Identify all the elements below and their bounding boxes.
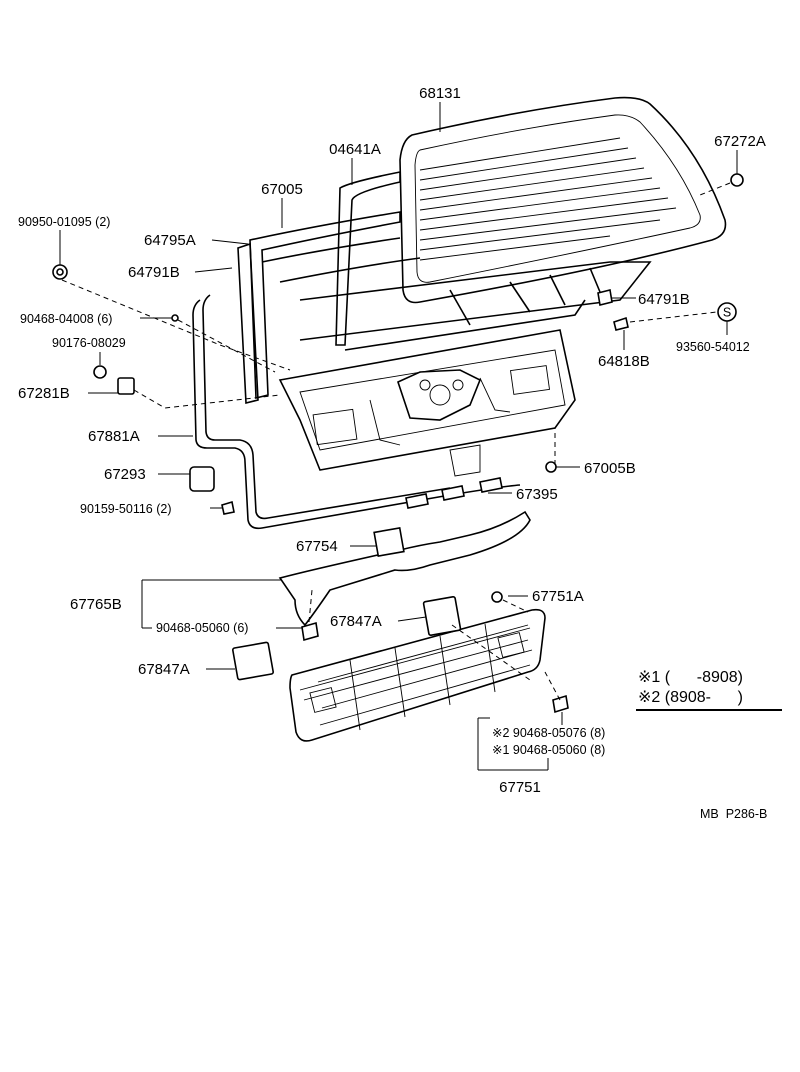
label-67293: 67293 (104, 466, 146, 483)
label-90176-08029: 90176-08029 (52, 336, 126, 350)
label-64795A: 64795A (144, 232, 196, 249)
label-90468-05076: ※2 90468-05076 (8) (492, 726, 605, 740)
label-67281B: 67281B (18, 385, 70, 402)
label-67005B: 67005B (584, 460, 636, 477)
trim-board (289, 608, 546, 742)
label-90159-50116: 90159-50116 (2) (80, 502, 172, 516)
label-64818B: 64818B (598, 353, 650, 370)
label-04641A: 04641A (329, 141, 381, 158)
label-67847A-left: 67847A (138, 661, 190, 678)
label-67881A: 67881A (88, 428, 140, 445)
label-90950-01095: 90950-01095 (2) (18, 215, 110, 229)
back-door-panel (278, 329, 576, 477)
leader-lines (59, 102, 782, 771)
part-labels: 68131 67272A 04641A 67005 90950-01095 (2… (18, 85, 766, 796)
lower-garnish (278, 510, 531, 627)
label-67765B: 67765B (70, 596, 122, 613)
legend-row-2: ※2 (8908- ) (638, 689, 743, 706)
label-64791B-right: 64791B (638, 291, 690, 308)
door-frame-moldings (237, 171, 652, 405)
label-68131: 68131 (419, 85, 461, 102)
s-symbol: S (723, 306, 731, 320)
diagram-code: MB P286-B (700, 807, 767, 821)
small-parts: S (52, 173, 744, 714)
label-67395: 67395 (516, 486, 558, 503)
label-67754: 67754 (296, 538, 338, 555)
label-90468-05060-b: ※1 90468-05060 (8) (492, 743, 605, 757)
label-90468-05060-a: 90468-05060 (6) (156, 621, 248, 635)
label-67751A: 67751A (532, 588, 584, 605)
label-67005: 67005 (261, 181, 303, 198)
label-64791B-left: 64791B (128, 264, 180, 281)
label-67751: 67751 (499, 779, 541, 796)
legend-row-1: ※1 ( -8908) (638, 669, 743, 686)
label-67847A-right: 67847A (330, 613, 382, 630)
assembly-lines (61, 182, 731, 701)
label-90468-04008: 90468-04008 (6) (20, 312, 112, 326)
back-window-glass (399, 96, 727, 304)
label-93560-54012: 93560-54012 (676, 340, 750, 354)
legend: ※1 ( -8908) ※2 (8908- ) (638, 669, 743, 706)
label-67272A: 67272A (714, 133, 766, 150)
